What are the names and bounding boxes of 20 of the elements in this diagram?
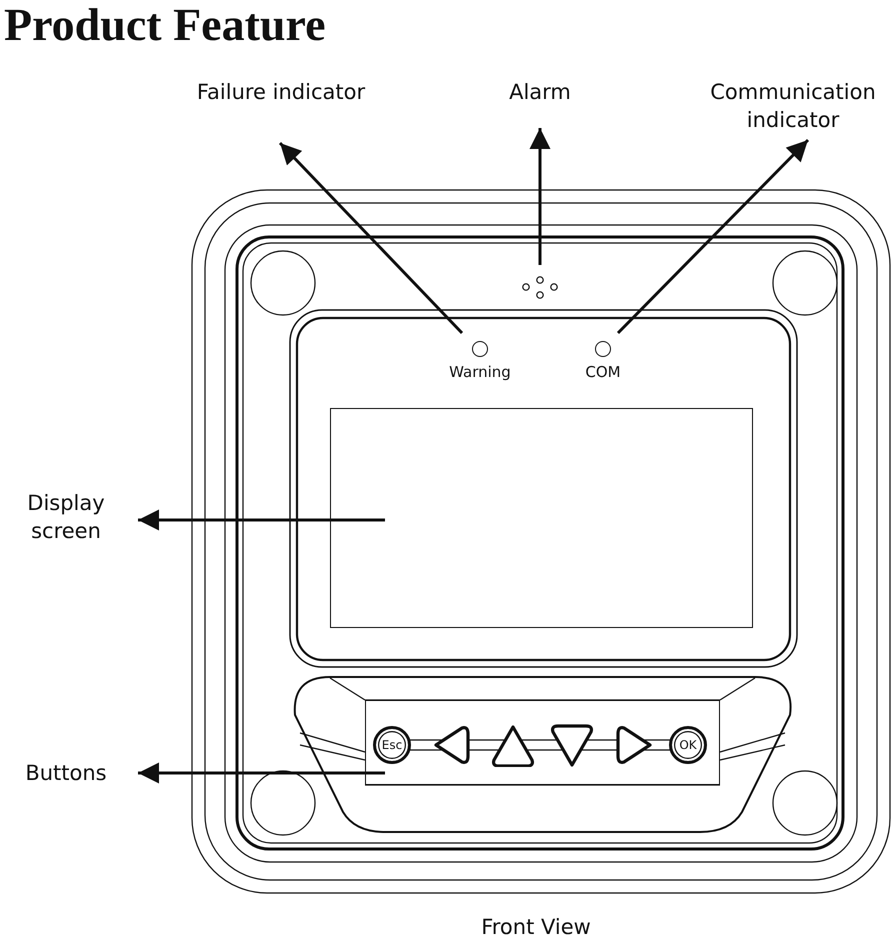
callout-text: Failure indicator — [175, 78, 387, 108]
callout-text: Buttons — [10, 759, 122, 789]
leader-arrow — [138, 762, 385, 784]
caption: Front View — [480, 914, 592, 941]
callout-text: Alarm — [495, 78, 585, 108]
display-screen — [330, 408, 753, 628]
round-button: OK — [669, 726, 707, 764]
round-button: Esc — [373, 726, 411, 764]
indicator-light — [472, 341, 488, 357]
title: Product Feature — [4, 0, 326, 51]
callout-text: Communication indicator — [690, 78, 896, 136]
button-panel — [365, 700, 720, 785]
leader-arrow — [530, 128, 550, 265]
indicator-label: COM — [584, 363, 622, 381]
leader-arrow — [278, 142, 464, 334]
callout-text: Display screen — [10, 489, 122, 547]
leader-arrow — [616, 138, 810, 334]
indicator-label: Warning — [448, 363, 512, 381]
leader-arrow — [138, 510, 385, 530]
indicator-light — [595, 341, 611, 357]
